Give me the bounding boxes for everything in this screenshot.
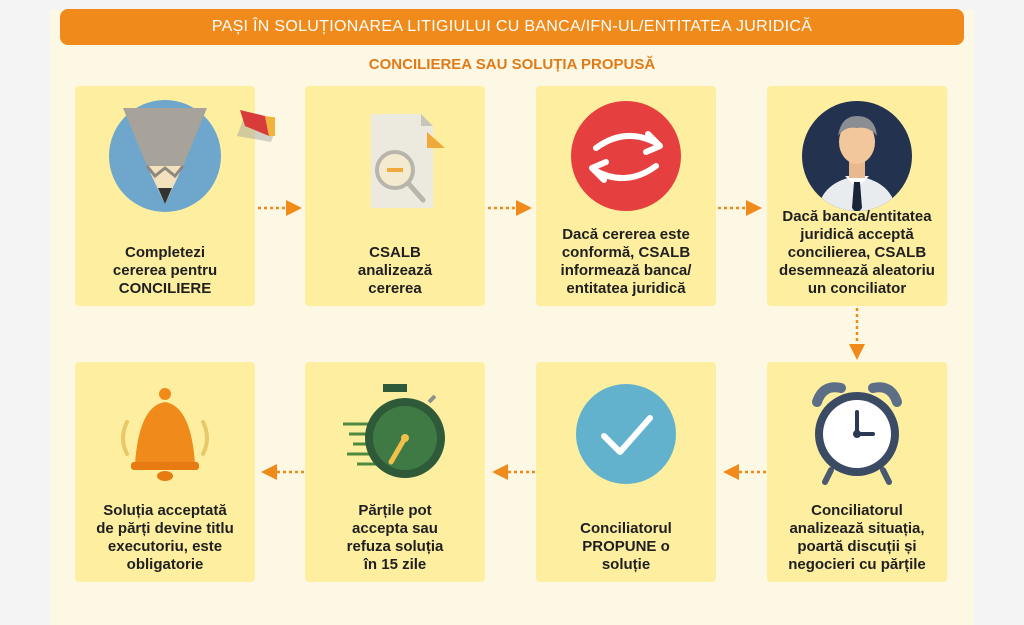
pencil-icon [105,96,280,216]
connector-arrow-left [723,464,767,480]
section-subtitle: CONCILIEREA SAU SOLUȚIA PROPUSĂ [368,56,656,73]
checkmark-icon [566,372,686,492]
person-avatar-icon [797,96,917,216]
document-magnifier-icon [335,96,455,216]
connector-arrow-left [492,464,536,480]
connector-arrow-right [258,200,302,216]
page-title: PAȘI ÎN SOLUȚIONAREA LITIGIULUI CU BANCA… [60,9,964,45]
connector-arrow-right [718,200,762,216]
alarm-clock-icon [797,372,917,492]
connector-arrow-down [849,308,865,360]
connector-arrow-left [261,464,305,480]
exchange-arrows-icon [566,96,686,216]
connector-arrow-right [488,200,532,216]
stopwatch-icon [335,372,455,492]
bell-icon [105,372,225,492]
